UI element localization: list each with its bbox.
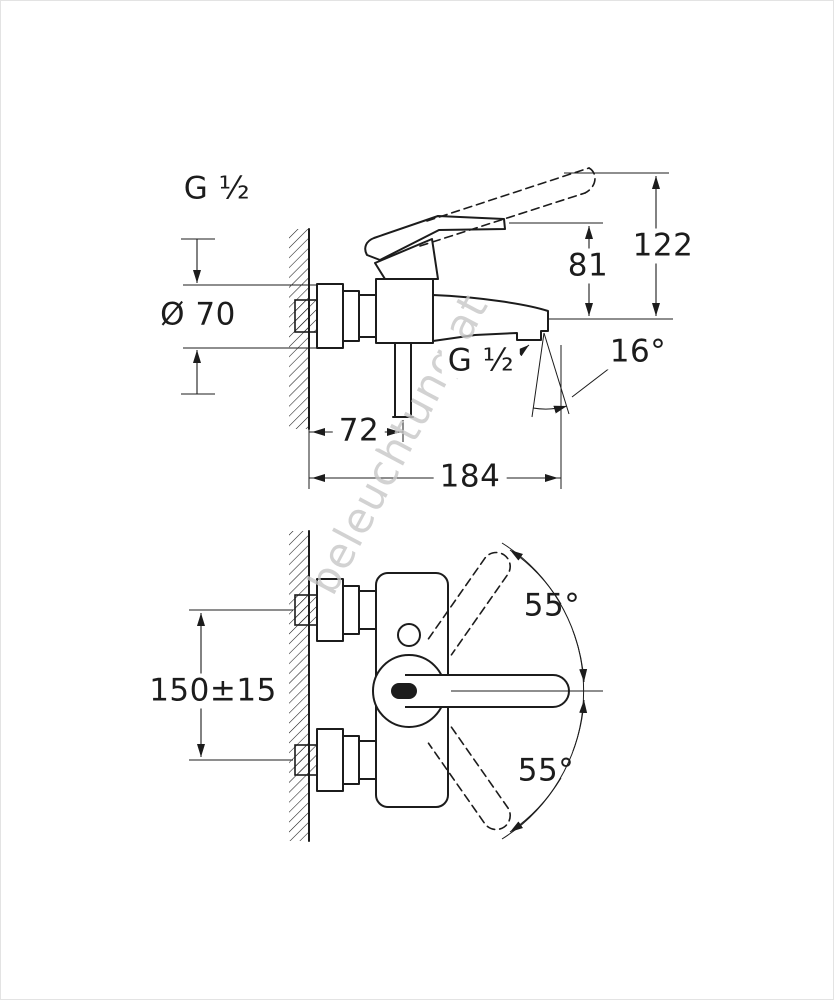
height-lever-label: 81	[561, 248, 615, 284]
lever-side	[364, 215, 506, 261]
faucet-body-side	[374, 238, 439, 344]
raised-lever-dashed	[419, 167, 596, 247]
escutcheon-diameter-label: Ø 70	[160, 296, 236, 333]
dimension-lines-plan	[189, 609, 293, 761]
outlet-thread-size-label: G ¹⁄₂	[441, 343, 521, 379]
connection-spacing-label: 150±15	[143, 673, 283, 709]
shower-outlet-pipe	[392, 342, 414, 418]
lever-swivel-dashed	[427, 551, 511, 831]
lever-swivel-down-label: 55°	[517, 752, 575, 789]
projection-label: 184	[433, 459, 507, 495]
extension-lines-side	[181, 172, 673, 489]
swivel-arc	[451, 542, 603, 840]
spout-angle-label: 16°	[603, 334, 673, 370]
thread-size-top-label: G ¹⁄₂	[183, 170, 251, 207]
plan-view	[189, 530, 603, 842]
wall-section-plan	[289, 530, 310, 842]
wall-to-outlet-label: 72	[332, 413, 386, 449]
spout	[432, 294, 549, 342]
wall-connection-fitting	[294, 299, 318, 333]
height-lever-raised-label: 122	[626, 228, 700, 264]
lever-swivel-up-label: 55°	[523, 587, 581, 624]
side-view	[181, 167, 673, 489]
escutcheon-side	[316, 283, 377, 349]
